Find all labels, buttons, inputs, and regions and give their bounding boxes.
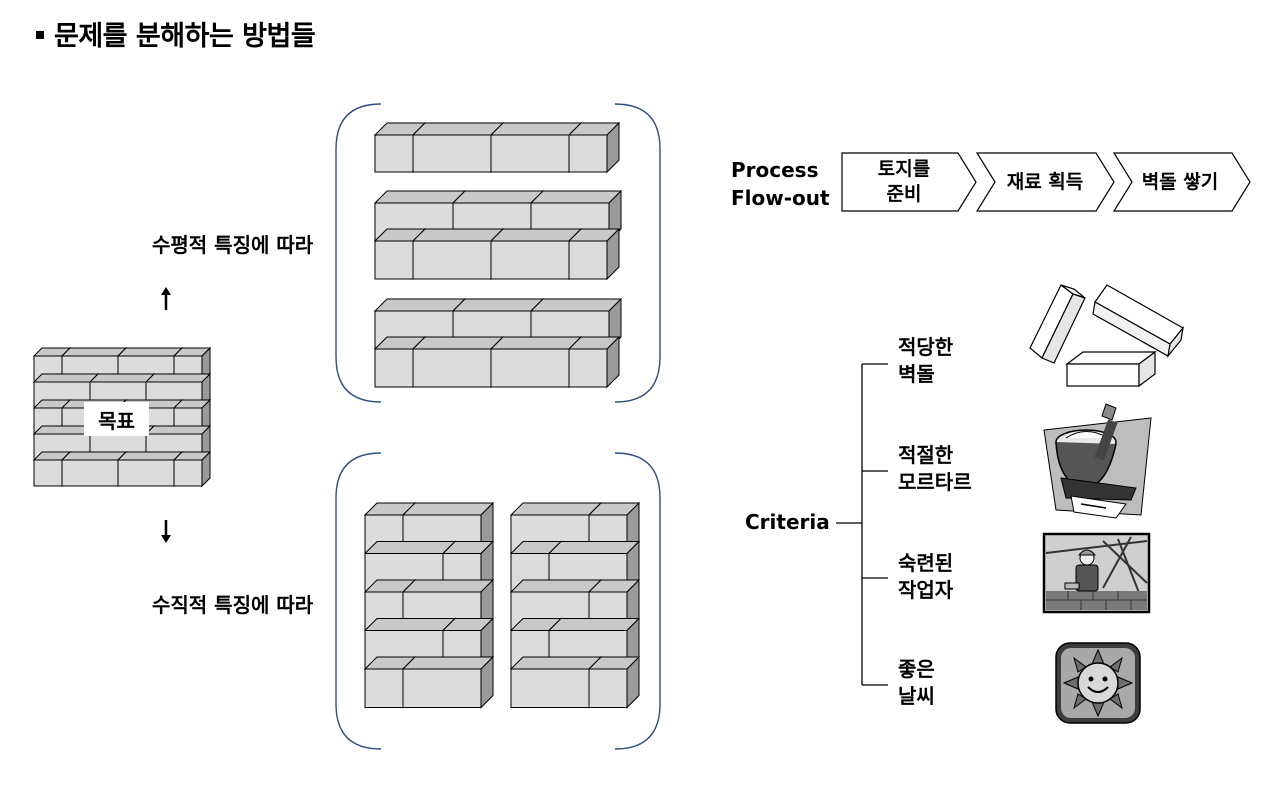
worker-icon: [1042, 532, 1151, 614]
vertical-brick: [587, 655, 641, 709]
horizontal-brick: [567, 335, 621, 389]
process-step-1-line2: 준비: [886, 183, 922, 205]
criteria-label: Criteria: [745, 510, 830, 534]
goal-wall-brick: [172, 450, 212, 488]
criteria-item-2-line2: 모르타르: [898, 470, 972, 494]
sun-icon: [1055, 642, 1141, 724]
up-arrow-icon: [158, 287, 174, 315]
criteria-item-4-line1: 좋은: [898, 657, 935, 681]
group-bracket: [335, 103, 382, 403]
process-step-1-shape: [841, 152, 977, 212]
horizontal-brick: [489, 227, 583, 281]
goal-label: 목표: [84, 402, 149, 436]
process-step-3-label: 벽돌 쌓기: [1141, 170, 1219, 193]
horizontal-brick: [529, 189, 623, 243]
vertical-brick: [401, 655, 495, 709]
process-step-1-line1: 토지를: [877, 158, 931, 180]
horizontal-split-label: 수평적 특징에 따라: [152, 233, 314, 257]
slide-title: 문제를 분해하는 방법들: [36, 14, 316, 53]
group-bracket: [614, 103, 661, 403]
vertical-split-label: 수직적 특징에 따라: [152, 593, 314, 617]
process-step-2-shape: [975, 152, 1115, 212]
criteria-item-3-line1: 숙련된: [898, 551, 954, 575]
group-bracket: [614, 452, 661, 750]
criteria-item-1-line2: 벽돌: [898, 362, 935, 386]
process-step-3-shape: [1112, 152, 1251, 212]
process-flow-label: Process Flow-out: [731, 156, 830, 212]
process-step-2-label: 재료 획득: [1006, 170, 1084, 193]
process-label-line1: Process: [731, 158, 819, 182]
process-step-3: 벽돌 쌓기: [1125, 153, 1235, 211]
down-arrow-icon: [158, 520, 174, 548]
criteria-item-4-line2: 날씨: [898, 684, 935, 708]
title-bullet: [36, 30, 44, 39]
criteria-item-2-line1: 적절한: [898, 443, 954, 467]
mortar-tools-icon: [1043, 403, 1152, 519]
bricks-icon: [1029, 284, 1184, 388]
criteria-item-1-line1: 적당한: [898, 335, 954, 359]
process-label-line2: Flow-out: [731, 186, 830, 210]
horizontal-brick: [567, 121, 621, 174]
horizontal-brick: [567, 227, 621, 281]
group-bracket: [335, 452, 382, 750]
criteria-item-3-line2: 작업자: [898, 578, 954, 602]
process-step-2: 재료 획득: [990, 153, 1100, 211]
slide-title-text: 문제를 분해하는 방법들: [54, 21, 316, 52]
